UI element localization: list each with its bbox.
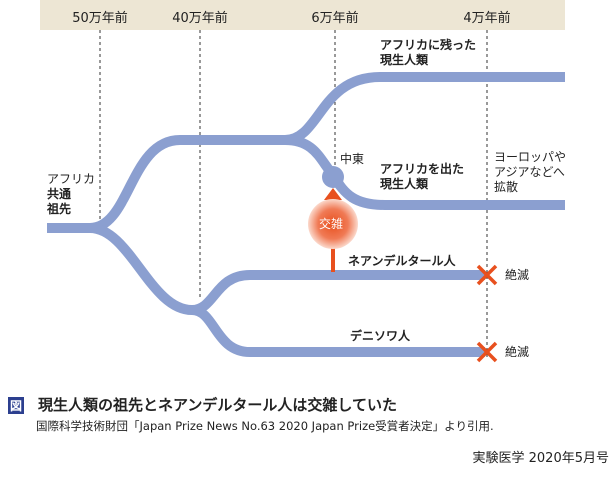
label-line: ヨーロッパや: [494, 150, 567, 164]
timeline-label: 4万年前: [463, 11, 511, 26]
interbreeding-glow: [308, 199, 358, 249]
africa-remain-label: アフリカに残った 現生人類: [380, 38, 476, 68]
ancestor-line: 共通: [47, 187, 72, 201]
journal-credit: 実験医学 2020年5月号: [472, 451, 610, 466]
extinct-label: 絶滅: [505, 268, 530, 282]
label-line: アフリカを出た: [380, 162, 465, 176]
archaic-path: [89, 223, 193, 315]
middle-east-label: 中東: [340, 152, 365, 166]
timeline-label: 40万年前: [172, 11, 228, 26]
figure-title: 現生人類の祖先とネアンデルタール人は交雑していた: [38, 396, 397, 414]
label-line: 現生人類: [380, 177, 429, 191]
neanderthal-label: ネアンデルタール人: [348, 254, 456, 268]
timeline-label: 6万年前: [311, 11, 359, 26]
extinct-x-icon: [476, 264, 498, 286]
extinct-x-icon: [476, 341, 498, 363]
ancestor-label: アフリカ 共通 祖先: [47, 172, 95, 217]
figure-caption: 図現生人類の祖先とネアンデルタール人は交雑していた: [8, 394, 397, 415]
ancestor-line: 祖先: [47, 202, 72, 216]
denisovan-path: [191, 305, 485, 357]
ancestor-line: アフリカ: [47, 172, 96, 186]
label-line: アフリカに残った: [380, 38, 477, 52]
label-line: 現生人類: [380, 53, 429, 67]
africa-remain-path: [284, 72, 565, 145]
label-line: アジアなどへ: [494, 165, 565, 179]
interbreeding-label: 交雑: [319, 217, 344, 231]
source-citation: 国際科学技術財団「Japan Prize News No.63 2020 Jap…: [36, 419, 494, 433]
timeline-label: 50万年前: [72, 11, 128, 26]
figure-badge: 図: [8, 397, 25, 414]
neanderthal-path: [191, 270, 485, 315]
denisovan-label: デニソワ人: [350, 329, 411, 343]
lineage-paths: [47, 72, 565, 357]
label-line: 拡散: [494, 180, 519, 194]
africa-left-label: アフリカを出た 現生人類: [380, 162, 464, 192]
time-markers: [99, 30, 488, 360]
timeline-band: [40, 0, 565, 30]
middle-east-node: [322, 166, 344, 188]
arrow-head-icon: [324, 188, 342, 200]
spread-label: ヨーロッパや アジアなどへ 拡散: [494, 150, 566, 195]
extinct-label: 絶滅: [505, 345, 530, 359]
